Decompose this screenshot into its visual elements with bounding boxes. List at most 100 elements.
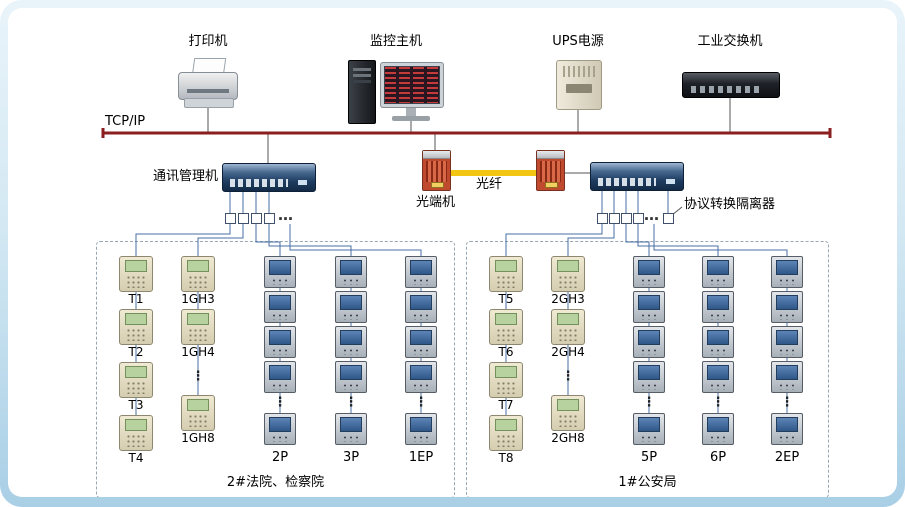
switch-uplink [298, 180, 307, 185]
ellipsis: … [644, 206, 659, 224]
device-buttons [495, 274, 517, 288]
vertical-ellipsis: ⋮ [191, 369, 205, 384]
device-screen [776, 330, 798, 345]
meter-unit [702, 361, 734, 393]
device-buttons [495, 433, 517, 447]
connector-port [264, 213, 275, 224]
meter-device-icon [633, 256, 665, 288]
meter-unit [702, 326, 734, 358]
industrial-switch-label: 工业交换机 [697, 34, 763, 49]
device-screen [410, 365, 432, 380]
relay-unit: T2 [119, 309, 153, 359]
device-buttons [187, 327, 209, 341]
optical-modem-vents [540, 161, 561, 182]
device-screen [707, 260, 729, 275]
device-label: 1GH4 [181, 345, 215, 359]
device-buttons [340, 347, 362, 355]
printer-icon [178, 58, 238, 108]
ups-panel [566, 84, 592, 93]
device-drop-lines [207, 96, 731, 216]
device-buttons [125, 274, 147, 288]
optical-modem-port [431, 182, 444, 188]
device-buttons [557, 413, 579, 427]
device-screen [776, 295, 798, 310]
device-label: 1GH8 [181, 431, 215, 445]
group-caption: 2#法院、检察院 [226, 475, 325, 490]
comm-manager-icon-right [590, 162, 684, 191]
device-screen [269, 295, 291, 310]
meter-device-icon [702, 291, 734, 323]
device-label: T6 [498, 345, 514, 359]
device-buttons [776, 434, 798, 442]
vertical-ellipsis: ⋮ [642, 395, 656, 410]
device-screen [340, 330, 362, 345]
meter-unit [633, 256, 665, 288]
comm-manager-label: 通讯管理机 [152, 169, 218, 184]
device-buttons [638, 382, 660, 390]
device-screen [638, 295, 660, 310]
device-column-2ep: ⋮2EP [765, 256, 809, 465]
device-column-2p: ⋮2P [258, 256, 302, 465]
device-column-3p: ⋮3P [329, 256, 373, 465]
device-screen [776, 417, 798, 432]
device-buttons [410, 347, 432, 355]
device-screen [269, 417, 291, 432]
meter-unit [335, 326, 367, 358]
device-buttons [269, 434, 291, 442]
device-screen [410, 330, 432, 345]
device-buttons [495, 327, 517, 341]
device-label: 2GH8 [551, 431, 585, 445]
device-buttons [557, 327, 579, 341]
optical-modem-port [545, 182, 558, 188]
device-buttons [707, 382, 729, 390]
relay-unit: T5 [489, 256, 523, 306]
device-screen [410, 295, 432, 310]
device-column-1ep: ⋮1EP [399, 256, 443, 465]
device-screen [410, 417, 432, 432]
device-screen [638, 260, 660, 275]
feeder-label: 6P [709, 450, 727, 465]
device-buttons [125, 380, 147, 394]
device-buttons [707, 434, 729, 442]
device-screen [125, 313, 147, 325]
device-label: 1GH3 [181, 292, 215, 306]
device-screen [776, 365, 798, 380]
device-buttons [776, 277, 798, 285]
device-screen [495, 366, 517, 378]
device-buttons [776, 382, 798, 390]
relay-device-icon [551, 309, 585, 345]
optical-modem-icon-left [422, 150, 451, 191]
relay-device-icon [489, 256, 523, 292]
group-caption: 1#公安局 [618, 475, 677, 490]
feeder-label: 3P [342, 450, 360, 465]
meter-device-icon [633, 413, 665, 445]
device-screen [269, 365, 291, 380]
switch-uplink [666, 179, 675, 184]
meter-unit [633, 413, 665, 445]
industrial-switch-ports [691, 86, 763, 93]
device-screen [340, 365, 362, 380]
device-screen [187, 399, 209, 411]
device-column-1gh: 1GH3 1GH4 ⋮ 1GH8 [176, 256, 220, 448]
device-screen [638, 365, 660, 380]
relay-unit: T8 [489, 415, 523, 465]
monitor-icon [380, 62, 444, 108]
ups-label: UPS电源 [552, 34, 604, 49]
tcp-ip-bus-line [101, 128, 832, 138]
device-screen [707, 365, 729, 380]
meter-device-icon [264, 256, 296, 288]
device-label: T5 [498, 292, 514, 306]
feeder-label: 2EP [774, 450, 800, 465]
meter-unit [335, 361, 367, 393]
meter-device-icon [264, 326, 296, 358]
meter-device-icon [633, 326, 665, 358]
meter-device-icon [702, 413, 734, 445]
device-screen [125, 366, 147, 378]
relay-unit: 1GH3 [181, 256, 215, 306]
meter-unit [771, 256, 803, 288]
relay-device-icon [551, 395, 585, 431]
optical-modem-cap [423, 151, 450, 159]
meter-device-icon [264, 413, 296, 445]
